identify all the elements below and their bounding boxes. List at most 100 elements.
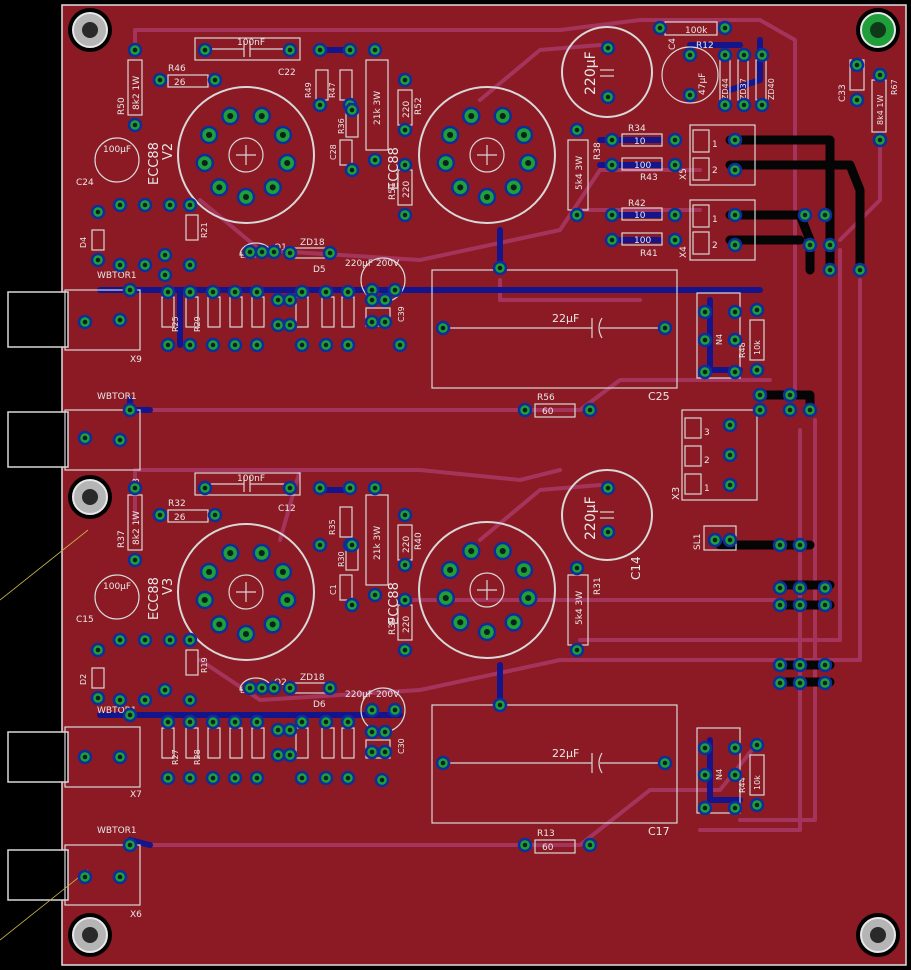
pad-hole <box>132 557 138 563</box>
pad-hole <box>702 745 708 751</box>
pad-hole <box>609 162 615 168</box>
pad-hole <box>457 619 464 626</box>
resistor-r38-value: 5k4 3W <box>575 156 585 190</box>
pad-hole <box>299 342 305 348</box>
capacitor-c24: 100µF C24 <box>76 137 140 188</box>
terminal-x3-ref: X3 <box>671 487 682 500</box>
pad-hole <box>345 775 351 781</box>
capacitor-c22-value: 100nF <box>237 38 265 48</box>
pad-hole <box>732 167 738 173</box>
pad-hole <box>287 685 293 691</box>
capacitor-big-upper-value: 220µF <box>583 51 599 95</box>
capacitor-c25-value: 22µF <box>552 312 579 325</box>
pad-hole <box>127 287 133 293</box>
pad-hole <box>279 131 286 138</box>
pad-hole <box>210 719 216 725</box>
capacitor-big-upper: 220µF <box>561 26 653 118</box>
capacitor-c15-value: 100µF <box>103 582 131 592</box>
pad-hole <box>142 637 148 643</box>
resistor-r46-value: 26 <box>174 78 186 88</box>
pad-hole <box>447 131 454 138</box>
pad-hole <box>402 212 408 218</box>
zener-zd44-ref: ZD44 <box>721 78 730 100</box>
resistor-r13: R13 60 <box>534 829 576 854</box>
pad-hole <box>777 585 783 591</box>
pad-hole <box>202 47 208 53</box>
pad-hole <box>127 407 133 413</box>
pad-hole <box>162 272 168 278</box>
pad-hole <box>258 550 265 557</box>
resistor-r43-value: 100 <box>634 161 651 171</box>
pad-hole <box>732 337 738 343</box>
pad-hole <box>442 594 449 602</box>
pad-hole <box>587 842 593 848</box>
tube-v3-ref: V3 <box>161 578 176 595</box>
pad-hole <box>117 437 123 443</box>
resistor-r31-ref: R31 <box>593 577 603 595</box>
pad-hole <box>402 512 408 518</box>
capacitor-big-lower: 220µF C14 <box>561 469 653 580</box>
pad-hole <box>142 202 148 208</box>
resistor-r13-value: 60 <box>542 843 554 853</box>
pad-hole <box>672 162 678 168</box>
pad-hole <box>397 342 403 348</box>
terminal-x5: 1 2 X5 <box>679 124 756 186</box>
pad-hole <box>284 159 291 167</box>
board-outline <box>61 4 907 966</box>
pad-hole <box>201 159 208 167</box>
pad-hole <box>327 250 333 256</box>
pad-hole <box>349 107 355 113</box>
pad-hole <box>317 102 323 108</box>
pad-hole <box>757 392 763 398</box>
resistor-21k-upper-value: 21k 3W <box>373 91 383 125</box>
resistor-r49-ref: R49 <box>304 82 313 98</box>
pad-hole <box>483 628 491 636</box>
pad-hole <box>777 602 783 608</box>
pad-hole <box>165 719 171 725</box>
pad-hole <box>827 267 833 273</box>
resistor-r42-ref: R42 <box>628 199 646 209</box>
pad-hole <box>275 752 281 758</box>
resistor-r48-value: 10k <box>753 340 762 355</box>
pad-hole <box>165 342 171 348</box>
pad-hole <box>287 322 293 328</box>
zener-zd18-lower-ref: ZD18 <box>300 673 325 683</box>
pad-hole <box>187 289 193 295</box>
resistor-r21: R21 <box>185 214 209 241</box>
pad-hole <box>877 137 883 143</box>
pad-hole <box>117 317 123 323</box>
pad-hole <box>497 265 503 271</box>
pad-hole <box>369 707 375 713</box>
pad-hole <box>392 707 398 713</box>
pad-hole <box>271 685 277 691</box>
pad-hole <box>227 113 234 120</box>
pad-hole <box>187 775 193 781</box>
pad-hole <box>269 184 276 191</box>
pad-hole <box>279 568 286 575</box>
pad-hole <box>284 596 291 604</box>
pad-hole <box>757 407 763 413</box>
zener-zd40-ref: ZD40 <box>767 78 776 100</box>
pad-hole <box>605 529 611 535</box>
pad-hole <box>349 167 355 173</box>
pad-hole <box>275 297 281 303</box>
pad-hole <box>259 249 265 255</box>
jack-x8-label: WBTOR1 <box>97 392 137 402</box>
dimension-line-lower <box>0 869 89 941</box>
resistor-r41: 100 R41 <box>621 232 663 259</box>
resistor-r50: 8k2 1W R50 <box>117 59 143 116</box>
capacitor-c17: 22µF C17 <box>431 704 678 838</box>
resistor-r35-ref: R35 <box>328 519 337 535</box>
pad-hole <box>802 212 808 218</box>
resistor-r19-ref: R19 <box>200 657 209 673</box>
terminal-x4-pin2: 2 <box>712 241 718 251</box>
pad-hole <box>287 297 293 303</box>
capacitor-c28: C28 <box>329 139 353 166</box>
resistor-r39-ref: R39 <box>388 617 398 635</box>
pad-hole <box>520 566 527 573</box>
pad-hole <box>609 212 615 218</box>
pad-hole <box>447 566 454 573</box>
resistor-r43: 100 R43 <box>621 157 663 183</box>
resistor-r29-ref: R29 <box>193 316 202 332</box>
